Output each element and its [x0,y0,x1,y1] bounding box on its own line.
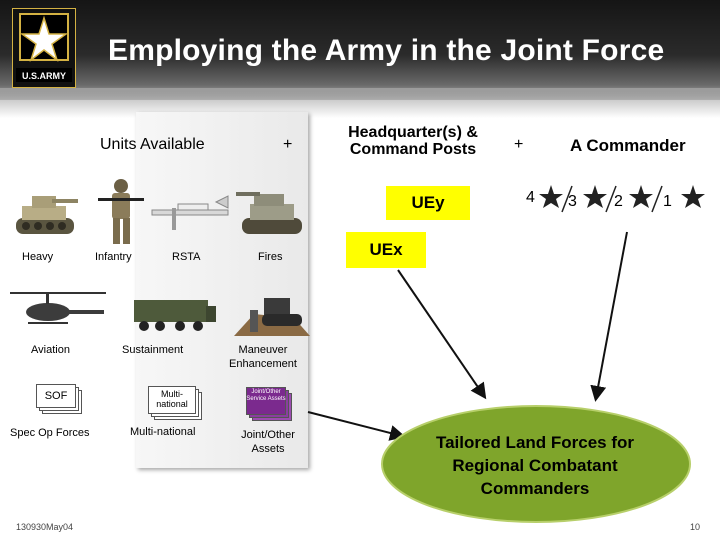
label-spec-op-forces: Spec Op Forces [10,427,90,439]
slash-icon [651,185,663,213]
label-rsta: RSTA [172,251,201,263]
label-multi-national: Multi-national [130,426,196,438]
star-icon [539,185,563,208]
truck-icon [134,300,216,331]
helicopter-icon [10,292,106,324]
star-icon [681,185,705,208]
label-heavy: Heavy [22,251,54,263]
star-icon [629,185,653,208]
arrow-units-to-forces [307,411,406,441]
drone-icon [151,195,229,230]
slide-title: Employing the Army in the Joint Force [108,34,665,67]
label-sustainment: Sustainment [122,344,184,356]
arrow-commander-to-forces [590,231,628,402]
arrow-uex-to-forces [397,269,487,400]
uex-box: UEx [346,232,426,268]
header-fade [0,88,720,118]
sof-icon: SOF [36,384,82,416]
units-heading: Units Available [100,136,205,153]
label-maneuver-enhancement: Maneuver Enhancement [229,344,297,370]
rank-2-label: 2 [614,193,623,210]
artillery-icon [236,192,302,234]
rank-3-label: 3 [568,193,577,210]
label-infantry: Infantry [95,251,132,263]
units-plus: + [283,136,293,153]
slash-icon [605,185,617,213]
hq-plus: + [514,136,524,153]
multinational-icon: Multi-national [148,386,202,422]
joint-assets-icon: Joint/Other Service Assets [246,387,292,421]
footer-code: 130930May04 [16,522,74,532]
headquarters-heading: Headquarter(s) & Command Posts [348,124,478,158]
page-number: 10 [690,522,701,532]
army-star-logo: U.S.ARMY [12,8,76,88]
star-icon [583,185,607,208]
commander-heading: A Commander [570,136,686,155]
rank-1-label: 1 [663,193,672,210]
rank-4-label: 4 [526,189,535,206]
result-oval [381,405,691,523]
slash-icon [561,185,573,213]
tank-icon [16,196,78,234]
slide-header [0,0,720,100]
label-joint-other-assets: Joint/Other Assets [241,429,295,455]
joint-assets-icon-text: Joint/Other Service Assets [246,389,286,403]
label-aviation: Aviation [31,344,70,356]
soldier-icon [98,179,144,244]
multinational-icon-text: Multi-national [156,389,188,410]
bulldozer-icon [234,298,310,336]
uey-box: UEy [386,186,470,220]
logo-text: U.S.ARMY [22,71,66,81]
sof-icon-text: SOF [44,390,68,402]
label-fires: Fires [258,251,283,263]
result-text: Tailored Land Forces for Regional Combat… [435,433,635,498]
